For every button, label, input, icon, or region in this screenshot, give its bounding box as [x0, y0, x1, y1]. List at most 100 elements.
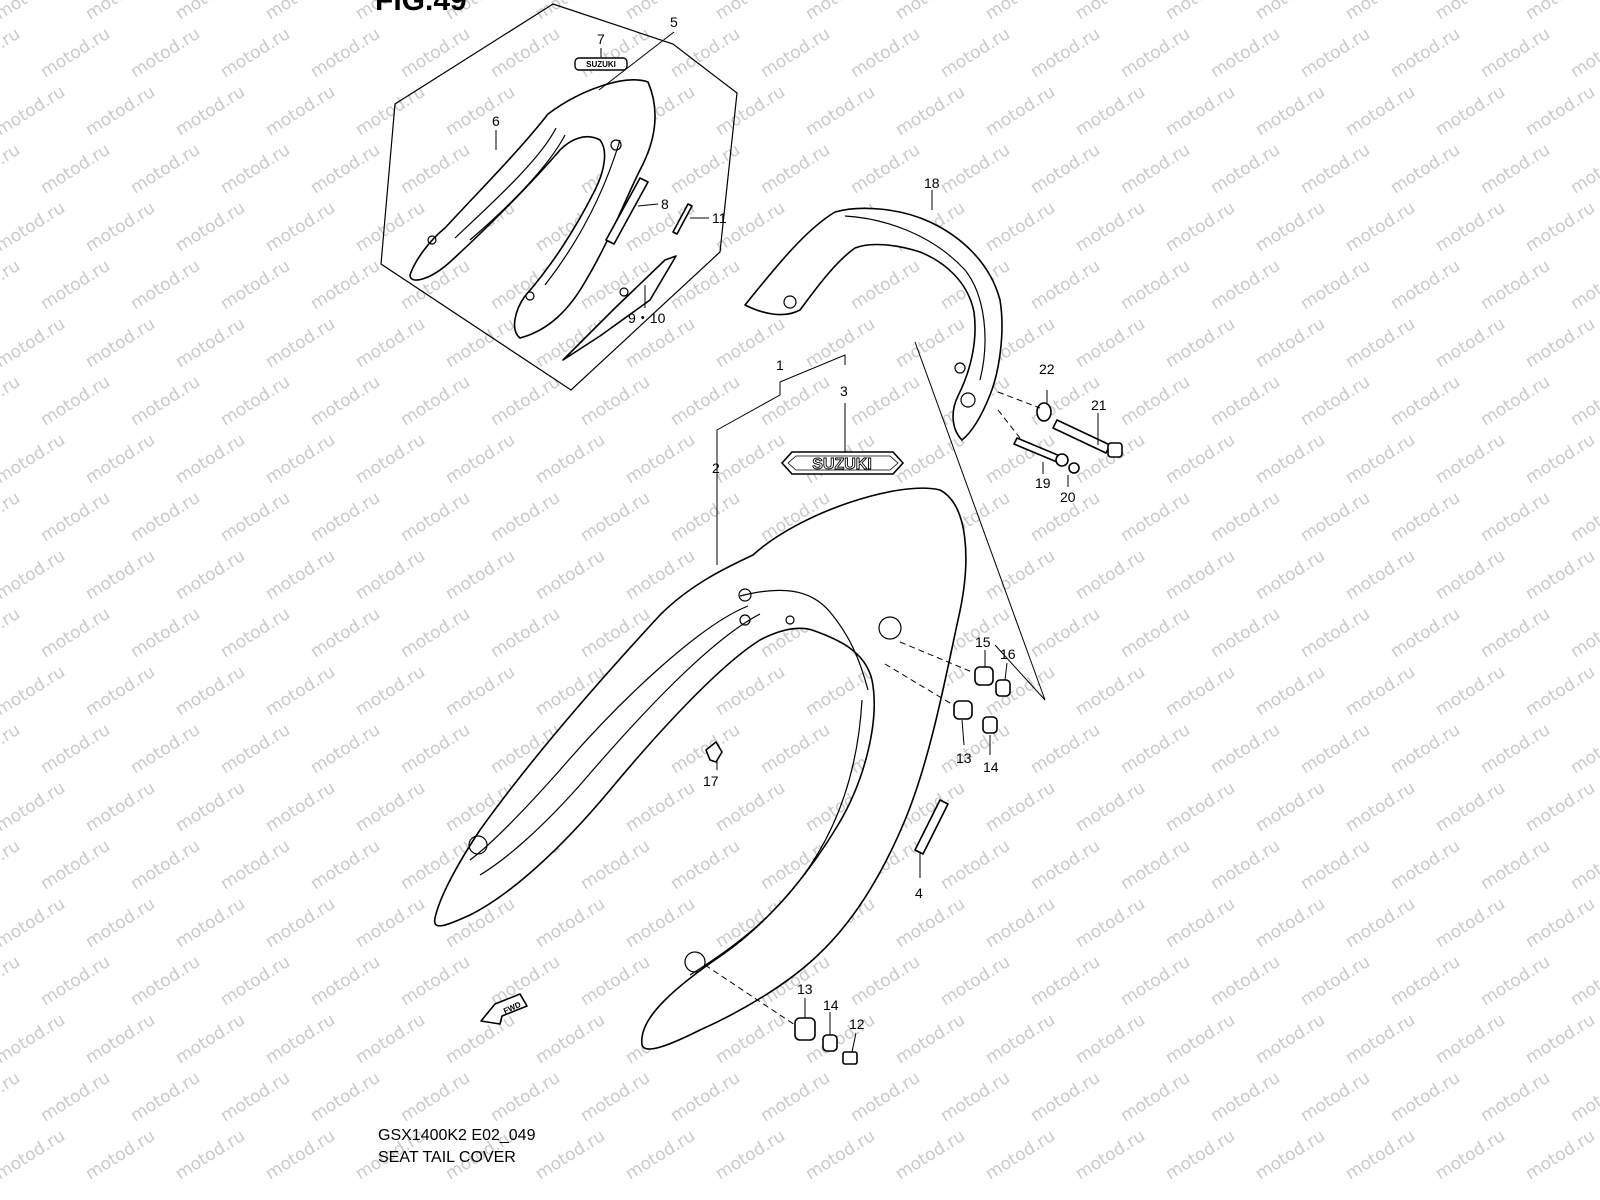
- watermark-text: motod.ru: [712, 430, 789, 488]
- watermark-text: motod.ru: [0, 952, 24, 1010]
- callout-15: 15: [975, 634, 991, 650]
- watermark-text: motod.ru: [262, 662, 339, 720]
- watermark-text: motod.ru: [1207, 836, 1284, 894]
- watermark-text: motod.ru: [622, 778, 699, 836]
- watermark-text: motod.ru: [1252, 894, 1329, 952]
- watermark-text: motod.ru: [1297, 372, 1374, 430]
- watermark-text: motod.ru: [0, 1010, 69, 1068]
- watermark-text: motod.ru: [1477, 372, 1554, 430]
- watermark-text: motod.ru: [1342, 0, 1419, 24]
- watermark-text: motod.ru: [1162, 662, 1239, 720]
- watermark-text: motod.ru: [127, 256, 204, 314]
- stripe-11: [672, 203, 693, 235]
- callout-22: 22: [1039, 361, 1055, 377]
- watermark-text: motod.ru: [0, 24, 24, 82]
- watermark-text: motod.ru: [712, 198, 789, 256]
- watermark-text: motod.ru: [0, 604, 24, 662]
- watermark-text: motod.ru: [1477, 952, 1554, 1010]
- watermark-text: motod.ru: [172, 894, 249, 952]
- watermark-text: motod.ru: [577, 24, 654, 82]
- watermark-text: motod.ru: [577, 836, 654, 894]
- watermark-text: motod.ru: [937, 1068, 1014, 1126]
- watermark-text: motod.ru: [1072, 314, 1149, 372]
- watermark-text: motod.ru: [1522, 894, 1599, 952]
- watermark-text: motod.ru: [712, 0, 789, 24]
- watermark-text: motod.ru: [577, 372, 654, 430]
- watermark-text: motod.ru: [847, 1068, 924, 1126]
- watermark-text: motod.ru: [0, 82, 69, 140]
- watermark-text: motod.ru: [442, 314, 519, 372]
- watermark-text: motod.ru: [217, 372, 294, 430]
- watermark-text: motod.ru: [0, 430, 69, 488]
- watermark-text: motod.ru: [172, 198, 249, 256]
- watermark-text: motod.ru: [1432, 430, 1509, 488]
- watermark-text: motod.ru: [37, 140, 114, 198]
- watermark-text: motod.ru: [937, 24, 1014, 82]
- watermark-text: motod.ru: [1117, 952, 1194, 1010]
- watermark-text: motod.ru: [262, 430, 339, 488]
- callout-14b: 14: [823, 997, 839, 1013]
- watermark-text: motod.ru: [1297, 24, 1374, 82]
- watermark-text: motod.ru: [307, 372, 384, 430]
- watermark-text: motod.ru: [1432, 662, 1509, 720]
- callout-19: 19: [1035, 475, 1051, 491]
- watermark-text: motod.ru: [217, 720, 294, 778]
- watermark-text: motod.ru: [1522, 82, 1599, 140]
- watermark-text: motod.ru: [982, 894, 1059, 952]
- callout-6: 6: [492, 113, 500, 129]
- watermark-text: motod.ru: [442, 1010, 519, 1068]
- watermark-text: motod.ru: [397, 604, 474, 662]
- watermark-text: motod.ru: [1297, 836, 1374, 894]
- watermark-text: motod.ru: [352, 1010, 429, 1068]
- watermark-text: motod.ru: [442, 82, 519, 140]
- watermark-text: motod.ru: [1162, 0, 1239, 24]
- watermark-text: motod.ru: [1342, 546, 1419, 604]
- watermark-text: motod.ru: [262, 546, 339, 604]
- watermark-text: motod.ru: [847, 24, 924, 82]
- watermark-text: motod.ru: [622, 0, 699, 24]
- watermark-text: motod.ru: [1252, 430, 1329, 488]
- watermark-text: motod.ru: [397, 140, 474, 198]
- watermark-text: motod.ru: [0, 894, 69, 952]
- watermark-text: motod.ru: [172, 1010, 249, 1068]
- watermark-text: motod.ru: [82, 430, 159, 488]
- watermark-text: motod.ru: [37, 1068, 114, 1126]
- watermark-text: motod.ru: [1117, 604, 1194, 662]
- watermark-text: motod.ru: [37, 488, 114, 546]
- watermark-text: motod.ru: [487, 372, 564, 430]
- watermark-text: motod.ru: [847, 256, 924, 314]
- watermark-text: motod.ru: [127, 24, 204, 82]
- watermark-text: motod.ru: [262, 1010, 339, 1068]
- watermark-text: motod.ru: [1297, 952, 1374, 1010]
- large-emblem-text: SUZUKI: [812, 456, 872, 473]
- watermark-text: motod.ru: [0, 0, 69, 24]
- inset-tail-cover: [409, 79, 656, 339]
- watermark-text: motod.ru: [217, 836, 294, 894]
- caption-title: SEAT TAIL COVER: [378, 1149, 516, 1166]
- watermark-text: motod.ru: [1252, 546, 1329, 604]
- watermark-text: motod.ru: [1027, 256, 1104, 314]
- watermark-text: motod.ru: [262, 0, 339, 24]
- watermark-text: motod.ru: [982, 82, 1059, 140]
- watermark-text: motod.ru: [37, 24, 114, 82]
- watermark-text: motod.ru: [217, 604, 294, 662]
- watermark-text: motod.ru: [172, 778, 249, 836]
- watermark-text: motod.ru: [1117, 372, 1194, 430]
- watermark-text: motod.ru: [667, 720, 744, 778]
- callout-3: 3: [840, 383, 848, 399]
- watermark-text: motod.ru: [37, 604, 114, 662]
- watermark-text: motod.ru: [937, 720, 1014, 778]
- watermark-text: motod.ru: [1072, 1010, 1149, 1068]
- watermark-text: motod.ru: [397, 488, 474, 546]
- watermark-text: motod.ru: [127, 140, 204, 198]
- watermark-text: motod.ru: [757, 140, 834, 198]
- watermark-text: motod.ru: [712, 662, 789, 720]
- watermark-text: motod.ru: [982, 1010, 1059, 1068]
- watermark-text: motod.ru: [37, 952, 114, 1010]
- watermark-text: motod.ru: [982, 546, 1059, 604]
- watermark-text: motod.ru: [1297, 140, 1374, 198]
- watermark-text: motod.ru: [1567, 24, 1600, 82]
- watermark-text: motod.ru: [757, 24, 834, 82]
- watermark-text: motod.ru: [667, 836, 744, 894]
- watermark-text: motod.ru: [0, 198, 69, 256]
